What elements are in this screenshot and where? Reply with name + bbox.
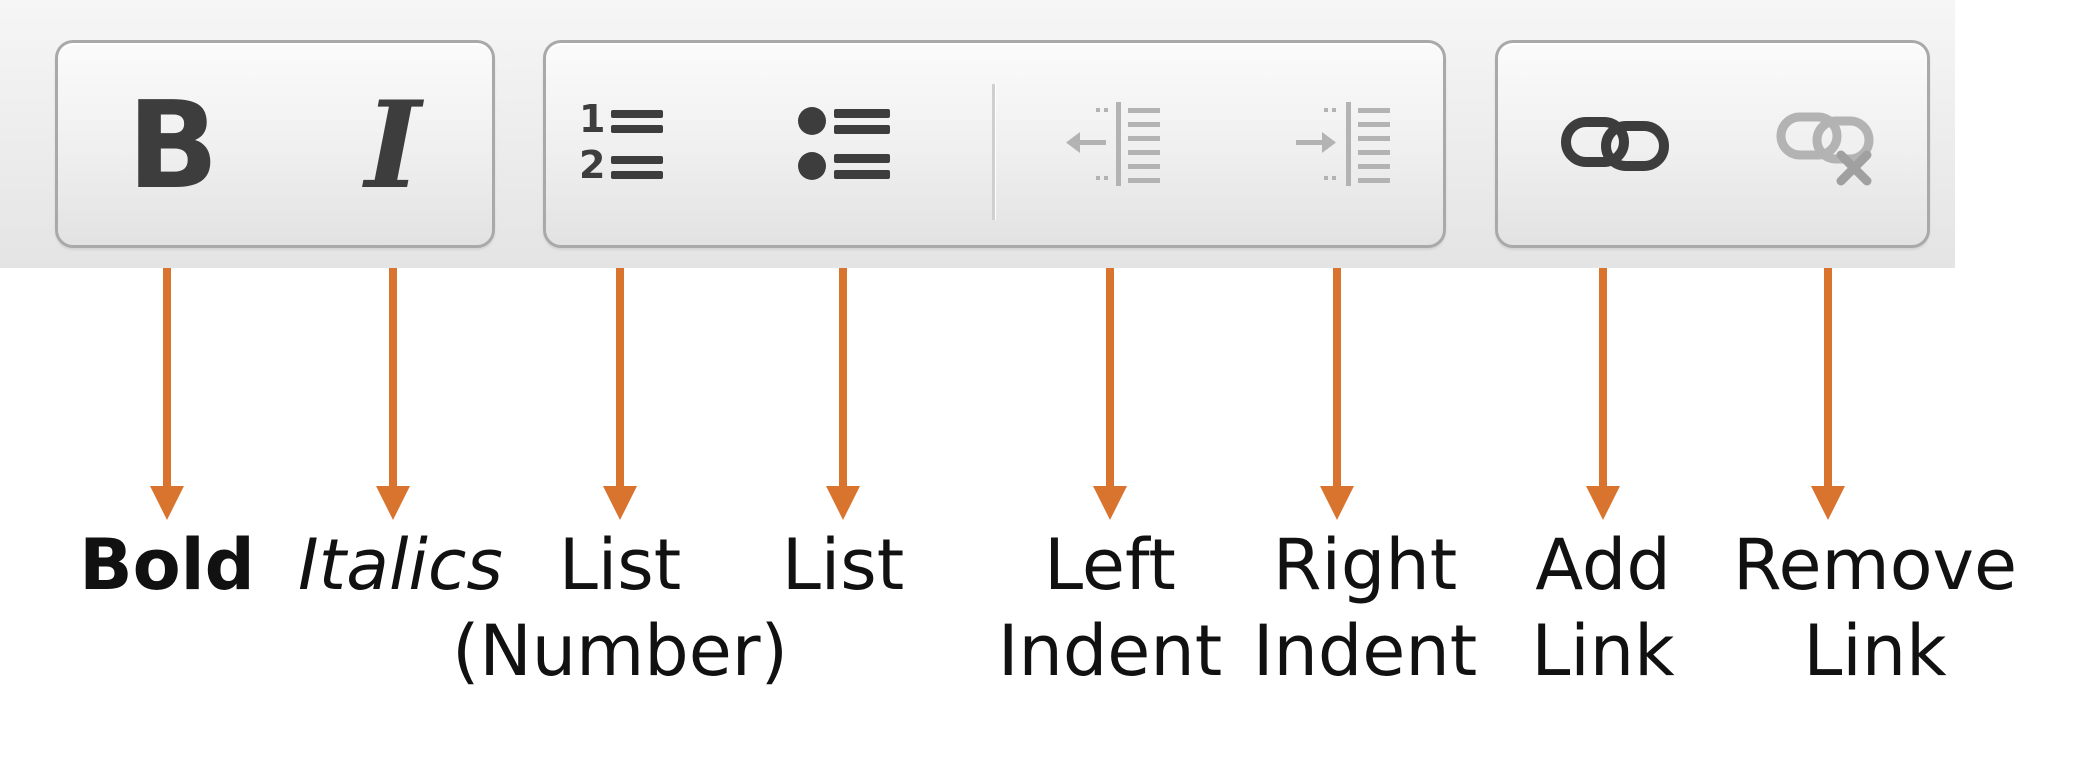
label-remove-link: Remove Link (1732, 524, 2018, 692)
label-add-link: Add Link (1531, 524, 1675, 692)
outdent-icon (1066, 102, 1160, 186)
bullet-list-icon (798, 107, 890, 180)
label-italics: Italics (298, 524, 503, 606)
numbered-list-button[interactable]: 1 2 (545, 40, 695, 248)
bullet-list-button[interactable] (770, 40, 920, 248)
italic-button[interactable]: I (300, 40, 485, 248)
svg-text:1: 1 (579, 97, 605, 141)
label-left-indent: Left Indent (997, 524, 1223, 692)
numbered-list-icon: 1 2 (579, 97, 663, 187)
link-icon (1561, 117, 1669, 171)
italic-icon: I (361, 79, 424, 209)
unlink-icon (1776, 112, 1874, 186)
label-list: List (781, 524, 905, 606)
svg-text:I: I (361, 79, 424, 209)
remove-link-button[interactable] (1740, 40, 1920, 248)
label-list-number: List (Number) (452, 524, 788, 692)
label-bold: Bold (79, 524, 255, 606)
svg-text:B: B (127, 79, 218, 209)
indent-icon (1296, 102, 1390, 186)
left-indent-button[interactable] (1040, 40, 1190, 248)
toolbar-divider (992, 84, 995, 220)
right-indent-button[interactable] (1270, 40, 1420, 248)
label-right-indent: Right Indent (1252, 524, 1478, 692)
bold-icon: B (127, 79, 218, 209)
add-link-button[interactable] (1525, 40, 1705, 248)
svg-text:2: 2 (579, 143, 605, 187)
bold-button[interactable]: B (80, 40, 265, 248)
format-group (55, 40, 495, 248)
